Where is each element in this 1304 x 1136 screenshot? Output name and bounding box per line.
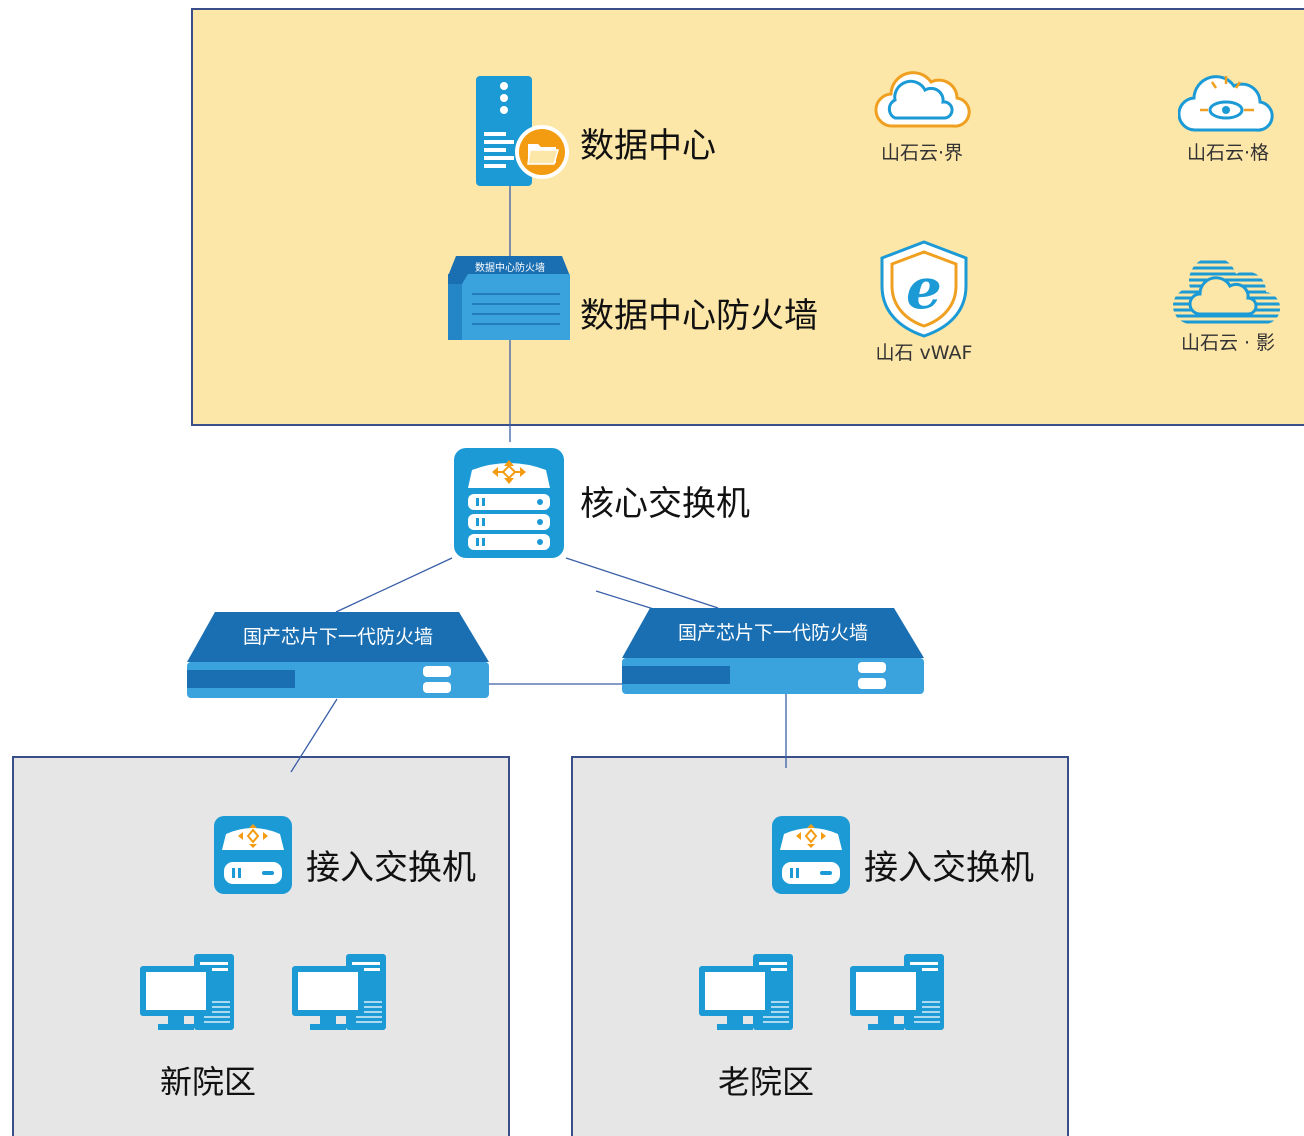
old-campus-name: 老院区: [718, 1063, 815, 1101]
service-name-vwaf: 山石 vWAF: [875, 342, 973, 364]
link-core-fw1: [335, 557, 453, 613]
new-campus-switch-label: 接入交换机: [306, 848, 476, 888]
new-campus-zone: [12, 756, 510, 1136]
datacenter-firewall-label: 数据中心防火墙: [580, 296, 818, 336]
datacenter-server-icon: [472, 74, 572, 188]
ngfw-1-label: 国产芯片下一代防火墙: [242, 626, 433, 648]
pc-icon: [697, 952, 797, 1032]
cloud-lines-icon: [1170, 254, 1286, 326]
datacenter-firewall-plate: 数据中心防火墙: [475, 263, 545, 274]
cloud-eye-icon: [1177, 70, 1274, 134]
ngfw-2-icon: 国产芯片下一代防火墙: [622, 608, 924, 694]
core-switch-icon: [454, 448, 564, 558]
old-campus-zone: [571, 756, 1069, 1136]
pc-icon: [138, 952, 238, 1032]
service-name-jie: 山石云·界: [880, 142, 964, 164]
link-core-fw2-a: [565, 557, 719, 609]
service-name-ge: 山石云·格: [1186, 142, 1270, 164]
cloud-icon: [873, 66, 971, 132]
new-campus-name: 新院区: [160, 1063, 257, 1101]
svg-text:e: e: [906, 256, 942, 322]
datacenter-label: 数据中心: [580, 126, 716, 166]
access-switch-icon: [214, 816, 292, 894]
access-switch-icon: [772, 816, 850, 894]
shield-e-icon: e: [876, 238, 972, 338]
datacenter-firewall-icon: 数据中心防火墙: [446, 254, 572, 342]
service-name-ying: 山石云 · 影: [1180, 332, 1276, 354]
ngfw-2-label: 国产芯片下一代防火墙: [677, 622, 868, 644]
old-campus-switch-label: 接入交换机: [864, 848, 1034, 888]
pc-icon: [290, 952, 390, 1032]
ngfw-1-icon: 国产芯片下一代防火墙: [187, 612, 489, 698]
datacenter-zone: [191, 8, 1304, 426]
core-switch-label: 核心交换机: [580, 484, 750, 524]
pc-icon: [848, 952, 948, 1032]
